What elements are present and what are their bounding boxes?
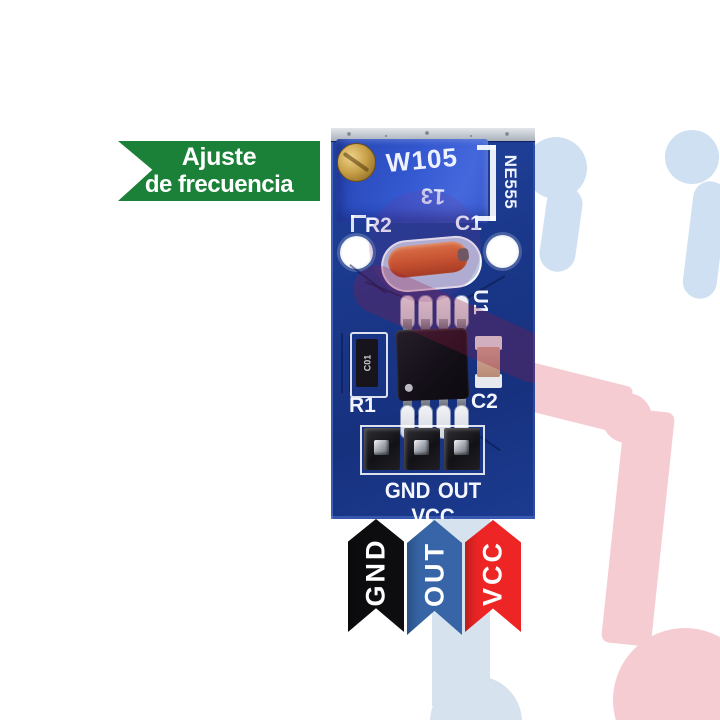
banner-line1: Ajuste — [181, 143, 257, 171]
header-footprint — [360, 425, 485, 475]
header-metal-pin — [454, 440, 469, 455]
c2-capacitor — [477, 347, 500, 377]
silkscreen-r2-bracket — [351, 215, 366, 218]
decor-blue-pin-head-right — [665, 130, 719, 184]
ribbon-out-label: OUT — [419, 541, 449, 608]
r1-footprint — [350, 332, 388, 398]
pcb-trace — [341, 333, 343, 393]
c2-pad — [475, 336, 502, 350]
header-metal-pin — [414, 440, 429, 455]
header-pin-out — [404, 428, 440, 470]
header-pin-gnd — [364, 428, 400, 470]
r1-resistor: C01 — [356, 339, 378, 387]
ic-pin — [439, 395, 448, 410]
header-pin-vcc — [444, 428, 480, 470]
ne555-module-board: W105 13 NE555 R2 C1 — [331, 128, 535, 519]
ribbon-vcc: VCC — [465, 520, 521, 632]
ic-pin — [403, 319, 412, 334]
ic-pin — [421, 395, 430, 410]
silkscreen-pot-bracket-top — [477, 145, 496, 150]
silkscreen-pot-bracket — [490, 145, 496, 221]
silkscreen-pot-bracket-bottom — [477, 216, 496, 221]
decor-blue-pin-stem-left — [537, 183, 585, 275]
silkscreen-r2-bracket2 — [351, 215, 354, 232]
mounting-hole-left — [340, 236, 373, 269]
ic-pin — [403, 395, 412, 410]
ic-pin — [457, 319, 466, 334]
silkscreen-pin-caption: GND OUT VCC — [384, 478, 482, 519]
ribbon-gnd: GND — [348, 519, 404, 632]
decor-blue-pin-stem-right — [680, 179, 720, 301]
mounting-hole-right — [486, 235, 519, 268]
decor-pink-band-lower — [600, 408, 676, 647]
ribbon-vcc-label: VCC — [477, 539, 508, 606]
ic-pin — [457, 395, 466, 410]
potentiometer-screw — [337, 143, 376, 182]
frequency-adjust-banner: Ajuste de frecuencia — [118, 141, 320, 201]
header-metal-pin — [374, 440, 389, 455]
silkscreen-c2: C2 — [471, 390, 498, 413]
decor-ghost-circle — [369, 190, 481, 302]
ribbon-gnd-label: GND — [360, 537, 391, 607]
ic-pin — [421, 319, 430, 334]
ic-pin1-marker — [404, 383, 413, 392]
silkscreen-c1: C1 — [455, 212, 482, 235]
silkscreen-r1: R1 — [349, 394, 376, 417]
ic-pin — [439, 319, 448, 334]
silkscreen-ne555: NE555 — [501, 154, 520, 210]
c2-pad — [475, 374, 502, 388]
banner-line2: de frecuencia — [144, 171, 294, 198]
r1-marking: C01 — [361, 354, 372, 372]
silkscreen-r2: R2 — [365, 214, 392, 237]
screw-slot — [342, 151, 370, 173]
